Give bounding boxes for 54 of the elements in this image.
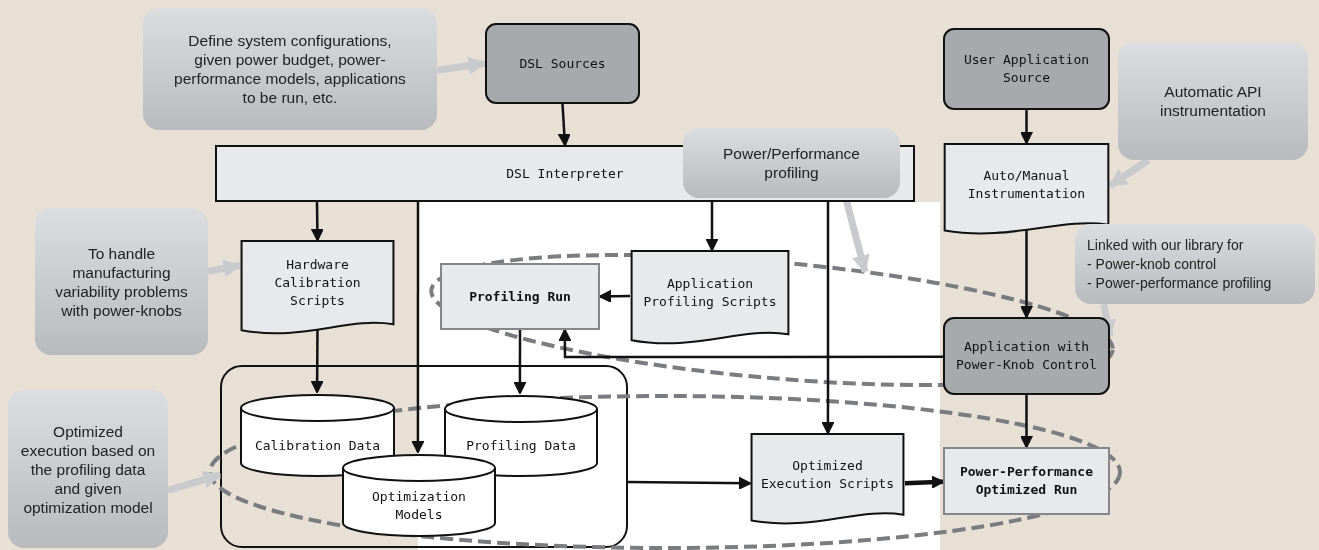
arrow — [1020, 110, 1033, 145]
arrow — [1020, 228, 1033, 319]
arrow — [513, 330, 527, 395]
arrow — [904, 475, 945, 489]
callout-text: Optimized execution based on the profiling data and given optimization model — [20, 421, 156, 517]
run-box — [440, 263, 600, 330]
node-label: Profiling Data — [466, 437, 576, 455]
node-label: Optimized Execution Scripts — [759, 456, 896, 493]
node-label: DSL Sources — [519, 54, 606, 73]
source-box — [485, 23, 640, 104]
callout-text: - Power-performance profiling — [1087, 273, 1272, 293]
callout-tooltip — [1118, 42, 1308, 160]
arrow — [411, 202, 425, 454]
node-label: Hardware Calibration Scripts — [273, 256, 362, 310]
run-box — [943, 447, 1110, 515]
callout-text: Power/Performance profiling — [722, 144, 861, 182]
node-label: Calibration Data — [254, 436, 381, 455]
arrow — [558, 328, 943, 359]
database-cylinder — [240, 394, 395, 477]
callout-text: Define system configurations, given power budget, power-performance models, applications to be run, etc. — [173, 31, 407, 107]
callout-tooltip — [143, 8, 437, 130]
callout-tooltip — [8, 390, 168, 548]
database-cylinder — [444, 395, 598, 477]
node-label: Profiling Run — [469, 287, 571, 306]
arrow — [628, 476, 752, 490]
callout-pointer — [1108, 157, 1151, 189]
arrow — [310, 202, 324, 242]
node-label: Application Profiling Scripts — [642, 275, 778, 311]
arrow — [557, 103, 571, 147]
node-label: User Application Source — [962, 51, 1091, 87]
source-box — [943, 317, 1110, 395]
node-label: Application with Power-Knob Control — [955, 338, 1098, 374]
callout-pointer — [1098, 303, 1116, 338]
arrow — [1020, 395, 1033, 449]
callout-text: To handle manufacturing variability problems with power-knobs — [54, 243, 189, 320]
arrow — [821, 202, 835, 435]
callout-pointer — [167, 470, 222, 494]
callout-tooltip — [1075, 224, 1315, 304]
callout-text: - Power-knob control — [1087, 254, 1217, 274]
node-label: Power-Performance Optimized Run — [958, 463, 1095, 499]
callout-text: Automatic API instrumentation — [1159, 82, 1267, 120]
arrow — [705, 202, 719, 252]
callout-tooltip — [683, 128, 900, 198]
callout-pointer — [207, 259, 242, 278]
group-box — [220, 365, 628, 548]
database-cylinder — [342, 454, 496, 537]
arrow — [310, 328, 324, 394]
node-label: Optimization Models — [371, 487, 467, 524]
node-label: Auto/Manual Instrumentation — [966, 166, 1087, 203]
node-label: DSL Interpreter — [506, 164, 624, 183]
source-box — [943, 28, 1110, 110]
callout-tooltip — [35, 208, 208, 355]
callout-text: Linked with our library for — [1087, 235, 1244, 255]
callout-pointer — [436, 56, 487, 75]
